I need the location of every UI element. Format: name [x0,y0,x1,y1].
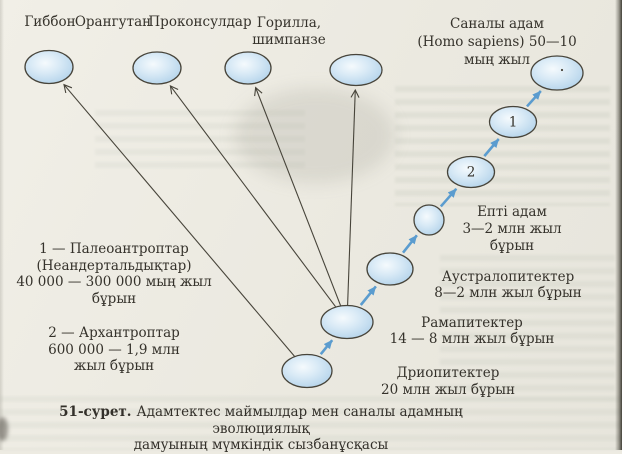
node-homo-sapiens [530,55,584,91]
scan-speck [560,68,564,72]
node-ellipse [488,105,538,139]
caption-text-2: дамуының мүмкіндік сызбанұсқасы [133,437,389,453]
caption-text-1: Адамтектес маймылдар мен саналы адамның … [136,404,463,437]
figure-caption: 51-сурет.Адамтектес маймылдар мен саналы… [22,404,500,454]
node-ramapithecus [320,304,374,340]
node-australopithecus [366,252,414,286]
node-ellipse [132,51,182,85]
edge-ramapithecus-to-proconsul [254,86,342,306]
node-ellipse [366,252,414,286]
node-ellipse [413,204,445,236]
caption-line-1: 51-сурет.Адамтектес маймылдар мен саналы… [22,404,500,437]
edge-ramapithecus-to-orangutan [169,84,336,308]
node-proconsul [224,51,272,85]
node-gorilla-chimp [329,53,383,87]
node-orangutan [132,51,182,85]
edge-dryopithecus-to-ramapithecus [319,339,334,355]
edge-ramapithecus-to-gorilla-chimp [347,88,360,306]
edge-paleoanthrop-to-homo-sapiens [526,90,542,108]
edge-homo-habilis-to-archanthrop [439,187,458,208]
node-dryopithecus [281,353,333,389]
node-number-1: 1 [509,115,518,131]
node-number-2: 2 [467,165,476,181]
node-gibbon [24,49,74,85]
node-ellipse [320,304,374,340]
page-edge-shadow-right [615,0,622,450]
node-ellipse [530,55,584,91]
page-edge-shadow-left [0,0,4,450]
edge-ramapithecus-to-australopithecus [359,285,377,306]
caption-figure-number: 51-сурет. [59,404,132,420]
node-ellipse [224,51,272,85]
node-homo-habilis [413,204,445,236]
node-ellipse [329,53,383,87]
edge-dryopithecus-to-gibbon [63,83,295,357]
edge-archanthrop-to-paleoanthrop [483,138,500,157]
node-ellipse [446,155,496,189]
scan-smudge [0,417,8,441]
node-paleoanthrop: 1 [488,105,538,139]
node-ellipse [281,353,333,389]
edge-australopithecus-to-homo-habilis [401,234,418,254]
node-ellipse [24,49,74,85]
node-archanthrop: 2 [446,155,496,189]
